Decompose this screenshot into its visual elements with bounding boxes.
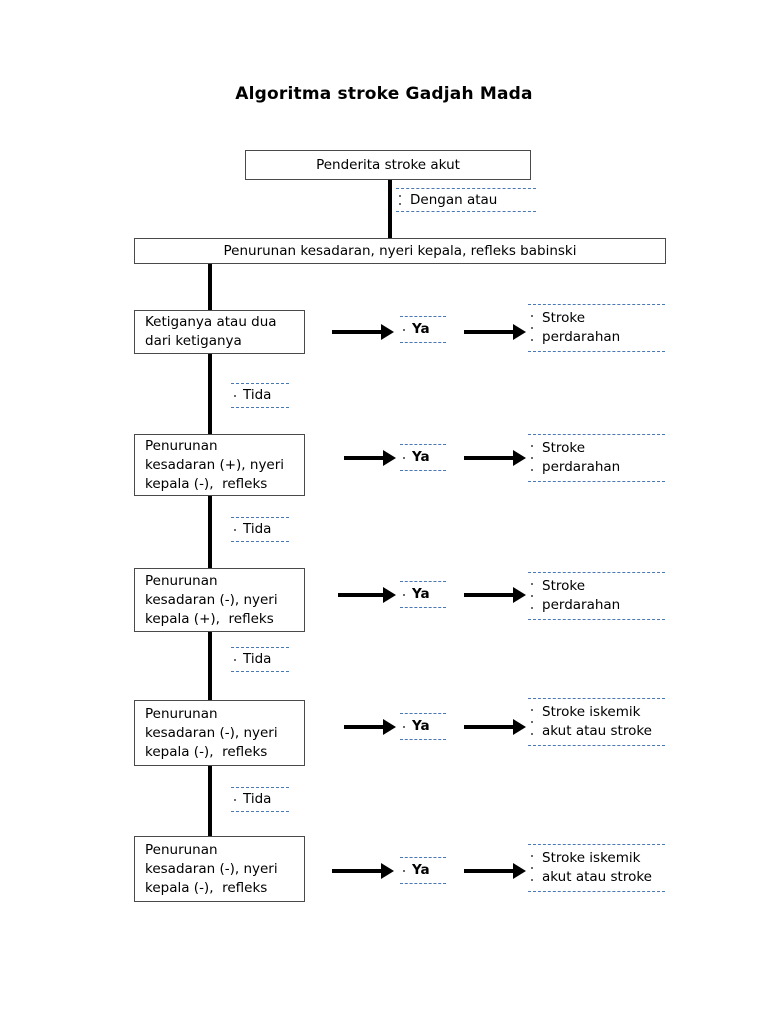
decision-label-row-5: Ya (400, 857, 446, 884)
node-penurunan-kesadaran-criteria: Penurunan kesadaran, nyeri kepala, refle… (134, 238, 666, 264)
result-label-row-2: Stroke perdarahan (528, 434, 665, 482)
result-line: Stroke iskemik (542, 850, 641, 866)
negative-text: Tida (243, 651, 272, 667)
condition-line: kepala (-), refleks (145, 879, 268, 896)
result-line: Stroke (542, 578, 586, 594)
bullet-dots (402, 317, 406, 342)
arrow-decision-to-result-row-4 (464, 719, 526, 735)
arrow-decision-to-result-row-1 (464, 324, 526, 340)
bullet-dots (530, 435, 534, 481)
connector-row-4-to-row-5 (208, 766, 212, 836)
connector-start-to-criteria (388, 180, 392, 238)
result-line: Stroke (542, 440, 586, 456)
condition-line: Ketiganya atau dua (145, 314, 277, 330)
bullet-dots (402, 582, 406, 607)
node-penderita-stroke-akut: Penderita stroke akut (245, 150, 531, 180)
condition-line: kesadaran (-), nyeri (145, 724, 278, 741)
result-line: akut atau stroke (542, 869, 652, 885)
negative-label-row-2: Tida (231, 517, 289, 542)
arrow-decision-to-result-row-5 (464, 863, 526, 879)
bullet-dots (530, 573, 534, 619)
negative-label-row-3: Tida (231, 647, 289, 672)
bullet-dots (233, 518, 237, 541)
bullet-dots (233, 384, 237, 407)
bullet-dots (233, 788, 237, 811)
decision-label-row-4: Ya (400, 713, 446, 740)
label-dengan-atau: Dengan atau (396, 188, 536, 212)
arrow-decision-to-result-row-2 (464, 450, 526, 466)
condition-box-row-5: Penurunan kesadaran (-), nyeri kepala (-… (134, 836, 305, 902)
condition-line: Penurunan (145, 705, 218, 722)
decision-text: Ya (412, 321, 430, 337)
negative-text: Tida (243, 521, 272, 537)
decision-label-row-3: Ya (400, 581, 446, 608)
decision-label-row-1: Ya (400, 316, 446, 343)
decision-text: Ya (412, 449, 430, 465)
connector-criteria-to-row-1 (208, 264, 212, 310)
page-title: Algoritma stroke Gadjah Mada (235, 84, 533, 104)
condition-line: kepala (-), refleks (145, 475, 268, 492)
negative-text: Tida (243, 791, 272, 807)
bullet-dots (402, 445, 406, 470)
negative-text: Tida (243, 387, 272, 403)
bullet-dots (530, 305, 534, 351)
label-text: Dengan atau (410, 191, 498, 208)
connector-row-1-to-row-2 (208, 354, 212, 434)
bullet-dots (402, 714, 406, 739)
condition-line: kesadaran (-), nyeri (145, 860, 278, 877)
result-label-row-4: Stroke iskemik akut atau stroke (528, 698, 665, 746)
bullet-dots (530, 699, 534, 745)
bullet-dots (530, 845, 534, 891)
condition-box-row-3: Penurunan kesadaran (-), nyeri kepala (+… (134, 568, 305, 632)
condition-line: kesadaran (+), nyeri (145, 456, 285, 473)
negative-label-row-1: Tida (231, 383, 289, 408)
node-label: Penderita stroke akut (316, 156, 460, 173)
result-line: perdarahan (542, 459, 621, 475)
result-line: akut atau stroke (542, 723, 652, 739)
condition-line: kepala (+), refleks (145, 610, 274, 627)
condition-line: kesadaran (-), nyeri (145, 591, 278, 608)
decision-text: Ya (412, 862, 430, 878)
result-line: Stroke iskemik (542, 704, 641, 720)
arrow-condition-to-decision-row-1 (332, 324, 394, 340)
node-label: Penurunan kesadaran, nyeri kepala, refle… (223, 242, 577, 259)
decision-text: Ya (412, 718, 430, 734)
result-line: perdarahan (542, 329, 621, 345)
condition-line: Penurunan (145, 841, 218, 858)
condition-line: Penurunan (145, 572, 218, 589)
condition-box-row-4: Penurunan kesadaran (-), nyeri kepala (-… (134, 700, 305, 766)
negative-label-row-4: Tida (231, 787, 289, 812)
result-line: Stroke (542, 310, 586, 326)
bullet-dots (398, 189, 402, 211)
arrow-condition-to-decision-row-5 (332, 863, 394, 879)
arrow-condition-to-decision-row-3 (338, 587, 396, 603)
condition-line: Penurunan (145, 437, 218, 454)
arrow-decision-to-result-row-3 (464, 587, 526, 603)
result-label-row-1: Stroke perdarahan (528, 304, 665, 352)
result-line: perdarahan (542, 597, 621, 613)
connector-row-3-to-row-4 (208, 632, 212, 700)
condition-line: dari ketiganya (145, 333, 242, 349)
condition-box-row-2: Penurunan kesadaran (+), nyeri kepala (-… (134, 434, 305, 496)
result-label-row-3: Stroke perdarahan (528, 572, 665, 620)
bullet-dots (402, 858, 406, 883)
bullet-dots (233, 648, 237, 671)
condition-box-row-1: Ketiganya atau dua dari ketiganya (134, 310, 305, 354)
decision-label-row-2: Ya (400, 444, 446, 471)
decision-text: Ya (412, 586, 430, 602)
connector-row-2-to-row-3 (208, 496, 212, 568)
arrow-condition-to-decision-row-2 (344, 450, 396, 466)
arrow-condition-to-decision-row-4 (344, 719, 396, 735)
condition-line: kepala (-), refleks (145, 743, 268, 760)
result-label-row-5: Stroke iskemik akut atau stroke (528, 844, 665, 892)
